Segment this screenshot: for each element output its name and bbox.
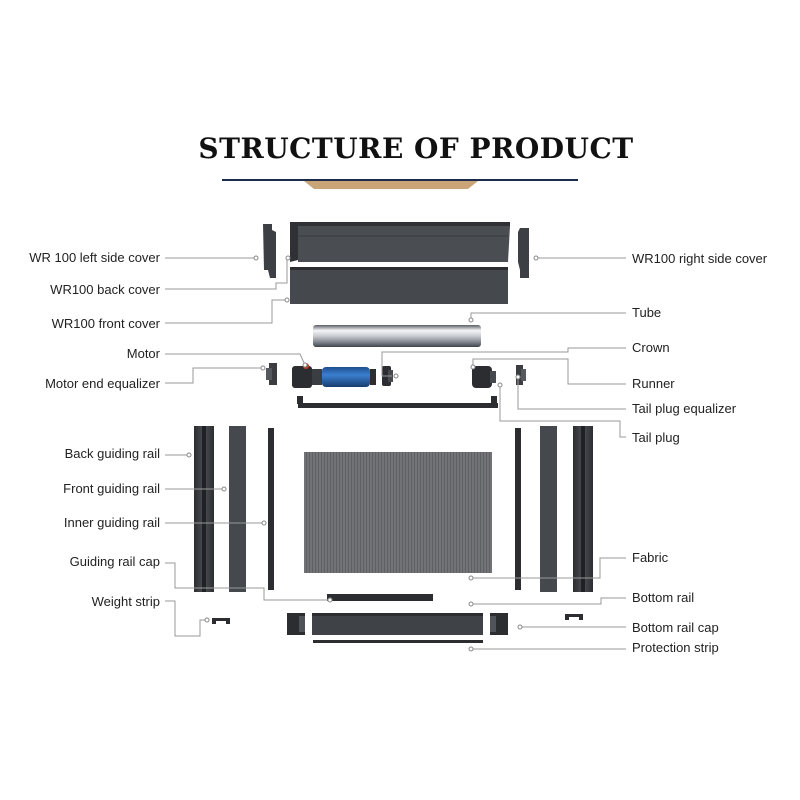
label-front-cover: WR100 front cover: [51, 316, 160, 331]
label-fabric: Fabric: [632, 550, 669, 565]
bottom-rail-cap-left: [287, 613, 305, 635]
protection-strip-part: [313, 640, 483, 643]
label-tail-plug-equalizer: Tail plug equalizer: [632, 401, 737, 416]
label-runner: Runner: [632, 376, 675, 391]
fabric-part: [304, 452, 492, 573]
guiding-rail-cap-left: [212, 618, 230, 624]
label-left-side-cover: WR 100 left side cover: [29, 250, 160, 265]
diagram-title: STRUCTURE OF PRODUCT: [198, 132, 634, 165]
bottom-rail-part: [312, 613, 483, 635]
label-motor-end-equalizer: Motor end equalizer: [45, 376, 160, 391]
label-tube: Tube: [632, 305, 662, 320]
label-front-guiding-rail: Front guiding rail: [63, 481, 160, 496]
back-cover-part: [290, 222, 510, 262]
label-motor: Motor: [126, 346, 160, 361]
label-protection-strip: Protection strip: [632, 640, 719, 655]
inner-guiding-rail-right: [515, 428, 521, 590]
left-side-cover-part: [263, 224, 276, 278]
runner-part: [472, 366, 496, 388]
front-cover-part: [290, 267, 508, 304]
label-back-guiding-rail: Back guiding rail: [64, 446, 160, 461]
back-guiding-rail-left: [194, 426, 214, 592]
right-side-cover-part: [518, 228, 529, 278]
tail-plug-strip-part: [297, 396, 498, 408]
back-guiding-rail-right: [573, 426, 593, 592]
guiding-rail-cap-right: [565, 614, 583, 620]
label-tail-plug: Tail plug: [632, 430, 680, 445]
leader-dots: [186, 255, 539, 652]
motor-end-equalizer-part: [266, 363, 277, 385]
label-back-cover: WR100 back cover: [50, 282, 160, 297]
label-crown: Crown: [632, 340, 670, 355]
leader-lines: [165, 257, 626, 650]
weight-strip-part: [327, 594, 433, 601]
tube-part: [313, 325, 481, 347]
front-guiding-rail-right: [540, 426, 557, 592]
front-guiding-rail-left: [229, 426, 246, 592]
label-right-side-cover: WR100 right side cover: [632, 251, 768, 266]
motor-part: [292, 363, 376, 388]
inner-guiding-rail-left: [268, 428, 274, 590]
label-bottom-rail: Bottom rail: [632, 590, 695, 605]
label-bottom-rail-cap: Bottom rail cap: [632, 620, 719, 635]
label-weight-strip: Weight strip: [91, 594, 160, 609]
title-underline: [222, 179, 578, 189]
label-guiding-rail-cap: Guiding rail cap: [69, 554, 160, 569]
bottom-rail-cap-right: [490, 613, 508, 635]
label-inner-guiding-rail: Inner guiding rail: [63, 515, 160, 530]
